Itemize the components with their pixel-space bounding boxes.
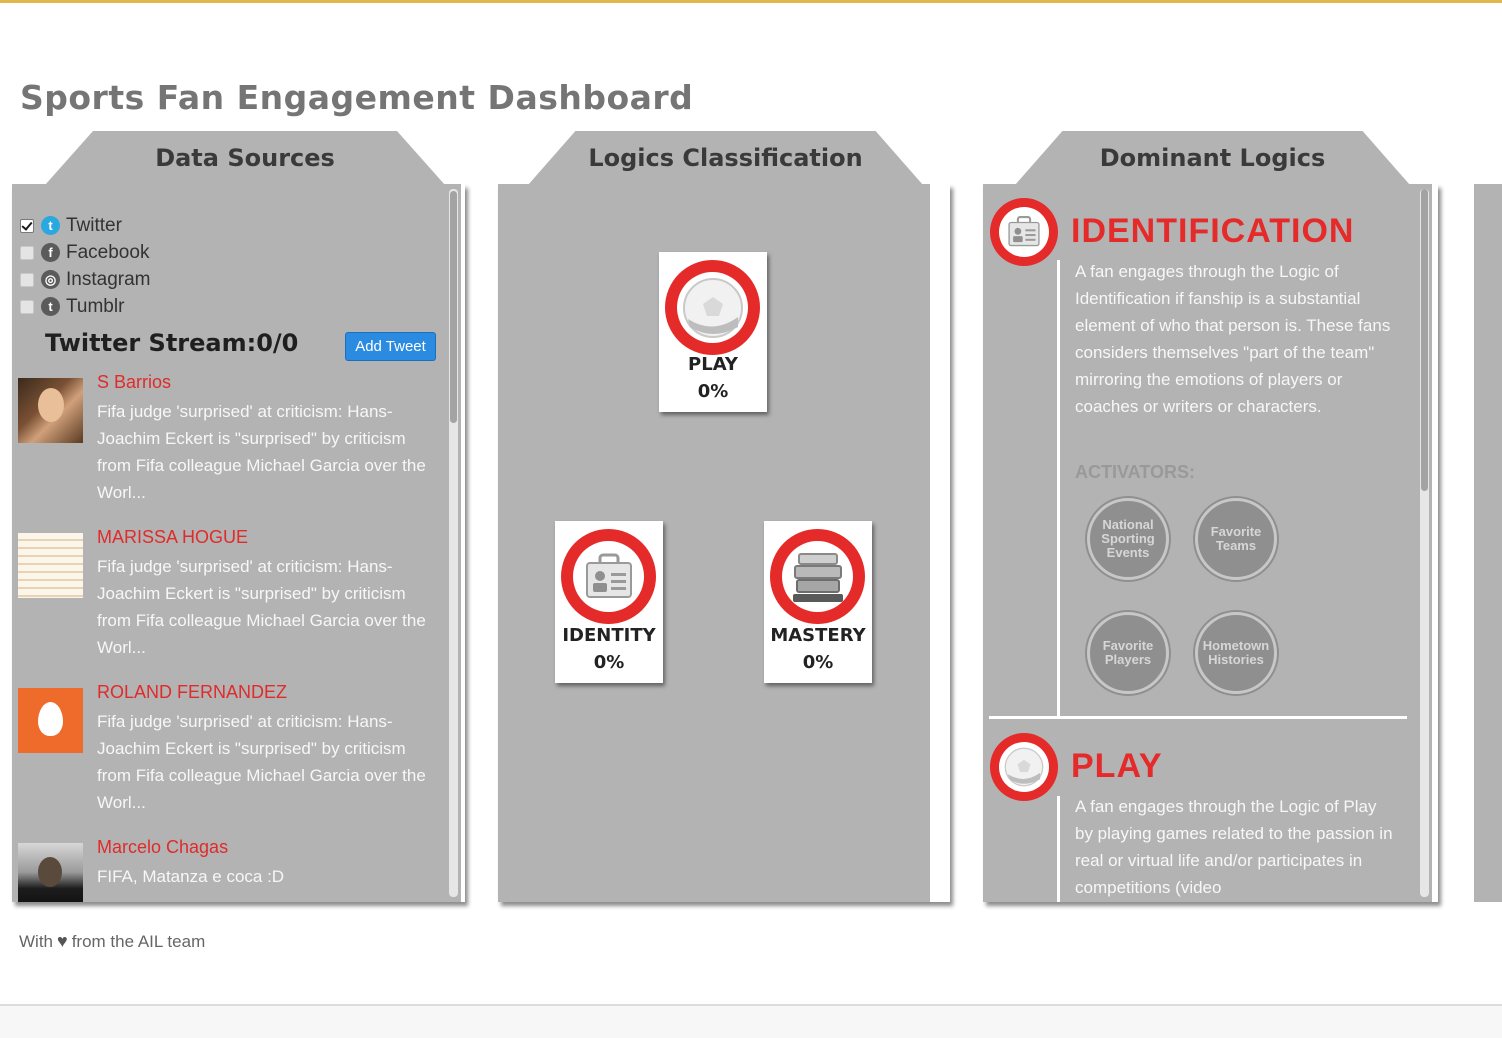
logic-card-mastery[interactable]: MASTERY 0% [764,521,872,683]
tweet-user[interactable]: Marcelo Chagas [97,837,229,857]
tweet-user[interactable]: S Barrios [97,372,172,392]
facebook-icon: f [41,243,60,262]
tumblr-checkbox[interactable] [20,299,34,314]
tweet-text: FIFA, Matanza e coca :D [97,867,285,886]
source-item-facebook[interactable]: f Facebook [20,239,150,266]
tweet-text: Fifa judge 'surprised' at criticism: Han… [97,712,426,812]
play-divider [1057,796,1060,902]
tumblr-icon: t [41,297,60,316]
logics-classification-tab: Logics Classification [528,131,923,185]
footer: With ♥ from the AIL team [19,931,205,952]
source-label: Tumblr [66,295,125,317]
avatar [18,533,83,598]
play-description: A fan engages through the Logic of Play … [1075,797,1393,897]
play-icon-circle [990,733,1058,801]
panel-edge [461,184,465,902]
footer-suffix: from the AIL team [71,931,206,951]
logics-classification-panel: PLAY 0% IDENTITY 0% [498,184,950,902]
panel-edge [930,184,950,902]
next-panel-partial [1468,184,1502,902]
tweet-user[interactable]: ROLAND FERNANDEZ [97,682,288,702]
footer-prefix: With [19,931,53,951]
tweet-user[interactable]: MARISSA HOGUE [97,527,249,547]
avatar [18,378,83,443]
logic-name: IDENTITY [562,625,656,646]
dominant-logics-scrollbar[interactable] [1420,189,1429,897]
panel-edge [1468,184,1474,902]
id-badge-icon [573,541,644,612]
id-badge-icon [999,207,1049,257]
stream-title: Twitter Stream:0/0 [45,329,299,357]
bottom-border [0,1004,1502,1006]
source-item-twitter[interactable]: t Twitter [20,212,150,239]
logic-name: PLAY [688,354,738,375]
source-label: Facebook [66,241,150,263]
heart-icon: ♥ [57,931,68,951]
scrollbar-thumb[interactable] [1421,189,1428,491]
activator-national-sporting-events[interactable]: National Sporting Events [1087,498,1169,580]
activators-label: ACTIVATORS: [1075,462,1195,482]
dominant-logics-tab: Dominant Logics [1015,131,1410,185]
soccer-ball-icon [677,272,748,343]
tweet-item: ROLAND FERNANDEZ Fifa judge 'surprised' … [18,682,438,832]
identification-description: A fan engages through the Logic of Ident… [1075,262,1391,416]
data-sources-header: Data Sources [155,144,335,172]
logic-card-identity[interactable]: IDENTITY 0% [555,521,663,683]
play-icon-circle [665,260,760,355]
identity-icon-circle [561,529,656,624]
twitter-checkbox[interactable] [20,218,34,233]
scrollbar-thumb[interactable] [450,191,457,423]
dominant-logics-header: Dominant Logics [1099,144,1326,172]
instagram-icon: ◎ [41,270,60,289]
logic-name: MASTERY [770,625,866,646]
source-item-instagram[interactable]: ◎ Instagram [20,266,150,293]
tweet-item: Marcelo Chagas FIFA, Matanza e coca :D [18,837,438,902]
source-label: Twitter [66,214,122,236]
source-item-tumblr[interactable]: t Tumblr [20,293,150,320]
facebook-checkbox[interactable] [20,245,34,260]
logic-card-play[interactable]: PLAY 0% [659,252,767,412]
activator-favorite-teams[interactable]: Favorite Teams [1195,498,1277,580]
dominant-logics-panel: IDENTIFICATION A fan engages through the… [983,184,1438,902]
page-title: Sports Fan Engagement Dashboard [20,78,694,117]
bottom-bar [0,1006,1502,1038]
instagram-checkbox[interactable] [20,272,34,287]
source-list: t Twitter f Facebook ◎ Instagram t Tumbl… [20,212,150,320]
logics-classification-header: Logics Classification [588,144,863,172]
data-sources-tab: Data Sources [45,131,445,185]
logic-percent: 0% [697,381,729,402]
play-title: PLAY [1071,747,1163,785]
books-icon [782,541,853,612]
twitter-icon: t [41,216,60,235]
mastery-icon-circle [770,529,865,624]
top-border [0,0,1502,3]
source-label: Instagram [66,268,151,290]
identification-icon-circle [990,198,1058,266]
tweet-text: Fifa judge 'surprised' at criticism: Han… [97,557,426,657]
logic-percent: 0% [802,652,834,673]
section-divider [989,716,1407,719]
avatar [18,688,83,753]
activator-hometown-histories[interactable]: Hometown Histories [1195,612,1277,694]
identification-title: IDENTIFICATION [1071,212,1355,250]
avatar [18,843,83,902]
panel-edge [1432,184,1438,902]
identification-divider [1057,260,1060,718]
tweet-text: Fifa judge 'surprised' at criticism: Han… [97,402,426,502]
logic-percent: 0% [593,652,625,673]
tweet-item: S Barrios Fifa judge 'surprised' at crit… [18,372,438,522]
data-sources-scrollbar[interactable] [449,189,458,897]
activator-favorite-players[interactable]: Favorite Players [1087,612,1169,694]
data-sources-panel: t Twitter f Facebook ◎ Instagram t Tumbl… [12,184,465,902]
tweet-item: MARISSA HOGUE Fifa judge 'surprised' at … [18,527,438,677]
soccer-ball-icon [999,742,1049,792]
add-tweet-button[interactable]: Add Tweet [345,332,436,361]
